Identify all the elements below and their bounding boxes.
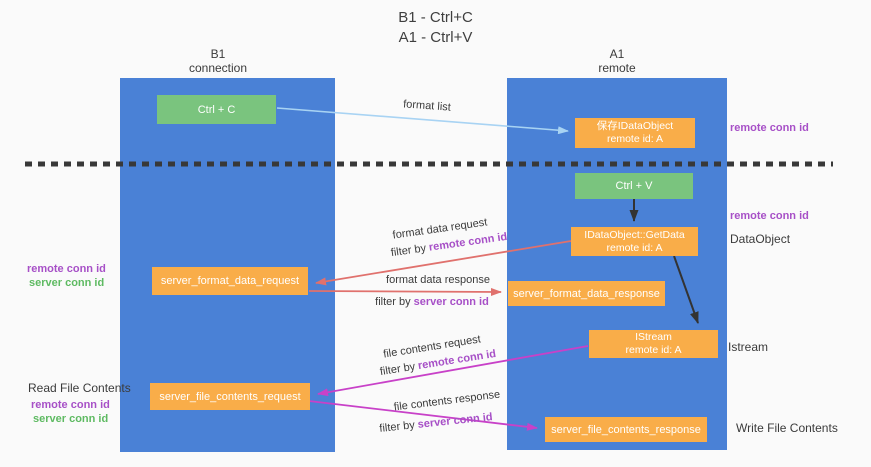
node-idataobject-getdata: IDataObject::GetData remote id: A xyxy=(571,227,698,256)
write-file-contents-annotation: Write File Contents xyxy=(736,421,838,435)
remote-conn-id-annotation-top: remote conn id xyxy=(730,122,809,134)
remote-conn-id-annotation-bottom-left: remote conn id xyxy=(31,399,110,411)
server-conn-id-annotation-left: server conn id xyxy=(29,277,105,289)
server-format-data-response-label: server_format_data_response xyxy=(513,287,660,300)
format-data-request-arrow xyxy=(315,240,572,286)
lifeline-b1-role: connection xyxy=(188,61,248,75)
format-list-arrow xyxy=(276,107,569,135)
remote-conn-id-annotation-mid: remote conn id xyxy=(730,210,809,222)
save-idataobject-remote-id: remote id: A xyxy=(606,133,664,145)
node-ctrl-c: Ctrl + C xyxy=(157,95,276,124)
node-istream: IStream remote id: A xyxy=(589,330,718,358)
file-contents-response-arrow xyxy=(308,400,538,431)
server-file-contents-request-label: server_file_contents_request xyxy=(159,390,301,403)
ctrl-c-label: Ctrl + C xyxy=(197,103,236,116)
istream-title: IStream xyxy=(635,331,672,343)
title-line-a1: A1 - Ctrl+V xyxy=(398,29,473,46)
node-server-format-data-request: server_format_data_request xyxy=(152,267,308,295)
lifeline-header-a1: A1 remote xyxy=(598,47,635,75)
node-server-file-contents-response: server_file_contents_response xyxy=(545,417,707,442)
lifeline-b1-name: B1 xyxy=(210,47,226,61)
node-ctrl-v: Ctrl + V xyxy=(575,173,693,199)
node-server-format-data-response: server_format_data_response xyxy=(508,281,665,306)
getdata-remote-id: remote id: A xyxy=(606,241,663,254)
filter-by-text: filter by xyxy=(375,296,411,308)
server-conn-id-text: server conn id xyxy=(413,296,489,308)
save-idataobject-title: 保存IDataObject xyxy=(596,120,674,132)
getdata-title: IDataObject::GetData xyxy=(584,228,685,241)
getdata-to-istream-arrow xyxy=(673,255,699,324)
lifeline-a1-role: remote xyxy=(598,61,636,75)
server-conn-id-annotation-bottom-left: server conn id xyxy=(33,413,109,425)
file-contents-request-arrow xyxy=(317,345,589,397)
istream-annotation: Istream xyxy=(728,340,769,354)
istream-remote-id: remote id: A xyxy=(625,344,682,356)
diagram-title: B1 - Ctrl+C A1 - Ctrl+V xyxy=(0,8,871,48)
node-save-idataobject: 保存IDataObject remote id: A xyxy=(575,118,695,148)
title-line-b1: B1 - Ctrl+C xyxy=(398,9,473,26)
dataobject-annotation: DataObject xyxy=(730,232,791,246)
read-file-contents-annotation: Read File Contents xyxy=(28,381,131,395)
ctrl-v-label: Ctrl + V xyxy=(615,180,653,192)
node-server-file-contents-request: server_file_contents_request xyxy=(150,383,310,410)
remote-conn-id-annotation-left: remote conn id xyxy=(27,263,106,275)
lifeline-a1-name: A1 xyxy=(609,47,625,61)
lifeline-header-b1: B1 connection xyxy=(189,47,247,75)
format-data-response-arrow xyxy=(308,287,502,296)
server-file-contents-response-label: server_file_contents_response xyxy=(551,423,701,436)
server-format-data-request-label: server_format_data_request xyxy=(160,275,300,287)
format-data-response-label: format data response xyxy=(386,274,490,286)
